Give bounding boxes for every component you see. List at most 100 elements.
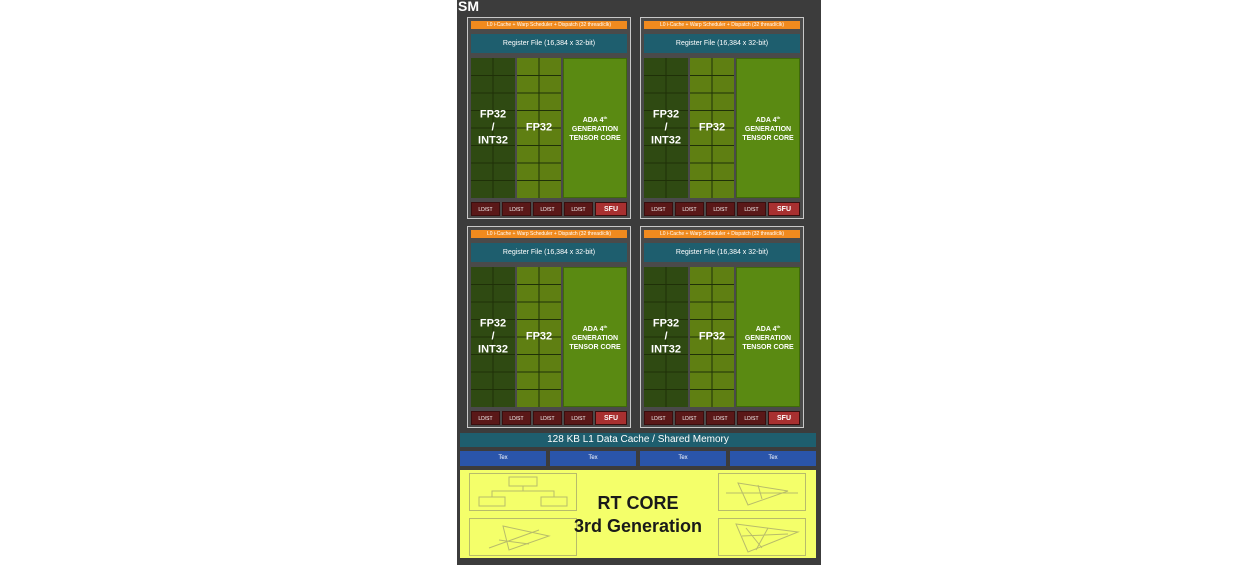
ldst-unit: LD/ST: [564, 202, 593, 216]
tex-unit: Tex: [640, 451, 726, 466]
slash-text: /: [664, 121, 668, 134]
rt-core: RT CORE 3rd Generation: [460, 470, 816, 558]
tensor-sup: th: [776, 114, 781, 120]
fp32-units: FP32: [690, 58, 734, 198]
ldst-unit: LD/ST: [737, 411, 766, 425]
fp32-int32-units: FP32/INT32: [471, 58, 515, 198]
slash-text: /: [491, 121, 495, 134]
fp32-int32-label: FP32/INT32: [644, 318, 688, 357]
bvh-tree-icon: [469, 473, 577, 511]
int32-text: INT32: [478, 134, 508, 147]
fp32-int32-grid: [471, 58, 515, 198]
tensor-line3: TENSOR CORE: [569, 135, 621, 143]
triangle-intersection-icon: [469, 518, 577, 556]
ldst-unit: LD/ST: [675, 202, 704, 216]
fp32-int32-units: FP32/INT32: [471, 267, 515, 407]
int32-text: INT32: [651, 343, 681, 356]
fp32-label: FP32: [525, 121, 553, 134]
fp32-units: FP32: [517, 58, 561, 198]
tensor-line3: TENSOR CORE: [742, 135, 794, 143]
register-file: Register File (16,384 x 32-bit): [644, 243, 800, 262]
ray-triangle-icon: [718, 473, 806, 511]
fp32-grid: [690, 267, 734, 407]
processing-block: L0 i-Cache + Warp Scheduler + Dispatch (…: [640, 17, 804, 219]
sfu-unit: SFU: [768, 202, 800, 216]
fp32-int32-units: FP32/INT32: [644, 267, 688, 407]
tensor-line3: TENSOR CORE: [742, 344, 794, 352]
tensor-line1: ADA 4: [582, 326, 604, 334]
int32-text: INT32: [478, 343, 508, 356]
tensor-sup: th: [603, 114, 608, 120]
ldst-unit: LD/ST: [533, 202, 562, 216]
rt-core-label: RT CORE 3rd Generation: [570, 492, 706, 538]
tensor-line2: GENERATION: [744, 126, 792, 134]
fp32-int32-label: FP32/INT32: [644, 109, 688, 148]
warp-scheduler: L0 i-Cache + Warp Scheduler + Dispatch (…: [471, 230, 627, 238]
ldst-unit: LD/ST: [564, 411, 593, 425]
fp32-grid: [517, 58, 561, 198]
ldst-unit: LD/ST: [471, 411, 500, 425]
tensor-line2: GENERATION: [571, 126, 619, 134]
tensor-line1: ADA 4: [755, 117, 777, 125]
tensor-line1: ADA 4: [755, 326, 777, 334]
ldst-unit: LD/ST: [737, 202, 766, 216]
warp-scheduler: L0 i-Cache + Warp Scheduler + Dispatch (…: [644, 230, 800, 238]
ldst-unit: LD/ST: [706, 202, 735, 216]
fp32-int32-label: FP32/INT32: [471, 318, 515, 357]
l1-data-cache: 128 KB L1 Data Cache / Shared Memory: [460, 433, 816, 447]
fp32-grid: [517, 267, 561, 407]
fp32-text: FP32: [652, 108, 680, 121]
fp32-int32-units: FP32/INT32: [644, 58, 688, 198]
tensor-line2: GENERATION: [744, 335, 792, 343]
fp32-text: FP32: [479, 108, 507, 121]
tensor-line1: ADA 4: [582, 117, 604, 125]
tensor-sup: th: [603, 323, 608, 329]
register-file: Register File (16,384 x 32-bit): [644, 34, 800, 53]
tex-unit: Tex: [550, 451, 636, 466]
register-file: Register File (16,384 x 32-bit): [471, 34, 627, 53]
int32-text: INT32: [651, 134, 681, 147]
processing-block: L0 i-Cache + Warp Scheduler + Dispatch (…: [467, 17, 631, 219]
sfu-unit: SFU: [768, 411, 800, 425]
slash-text: /: [491, 330, 495, 343]
tensor-line3: TENSOR CORE: [569, 344, 621, 352]
rt-core-generation: 3rd Generation: [573, 516, 703, 536]
ldst-unit: LD/ST: [502, 411, 531, 425]
fp32-units: FP32: [690, 267, 734, 407]
triangle-mesh-icon: [718, 518, 806, 556]
ldst-unit: LD/ST: [675, 411, 704, 425]
sm-title: SM: [458, 0, 479, 14]
ldst-unit: LD/ST: [706, 411, 735, 425]
sfu-unit: SFU: [595, 411, 627, 425]
fp32-label: FP32: [525, 330, 553, 343]
fp32-grid: [690, 58, 734, 198]
warp-scheduler: L0 i-Cache + Warp Scheduler + Dispatch (…: [644, 21, 800, 29]
tensor-line2: GENERATION: [571, 335, 619, 343]
tensor-sup: th: [776, 323, 781, 329]
processing-block: L0 i-Cache + Warp Scheduler + Dispatch (…: [467, 226, 631, 428]
fp32-int32-label: FP32/INT32: [471, 109, 515, 148]
ldst-unit: LD/ST: [644, 411, 673, 425]
fp32-text: FP32: [652, 317, 680, 330]
rt-core-title: RT CORE: [597, 493, 679, 513]
sfu-unit: SFU: [595, 202, 627, 216]
ldst-unit: LD/ST: [644, 202, 673, 216]
ldst-unit: LD/ST: [502, 202, 531, 216]
fp32-label: FP32: [698, 330, 726, 343]
register-file: Register File (16,384 x 32-bit): [471, 243, 627, 262]
ldst-unit: LD/ST: [471, 202, 500, 216]
fp32-int32-grid: [644, 267, 688, 407]
ldst-unit: LD/ST: [533, 411, 562, 425]
fp32-int32-grid: [471, 267, 515, 407]
fp32-label: FP32: [698, 121, 726, 134]
warp-scheduler: L0 i-Cache + Warp Scheduler + Dispatch (…: [471, 21, 627, 29]
tex-unit: Tex: [730, 451, 816, 466]
slash-text: /: [664, 330, 668, 343]
